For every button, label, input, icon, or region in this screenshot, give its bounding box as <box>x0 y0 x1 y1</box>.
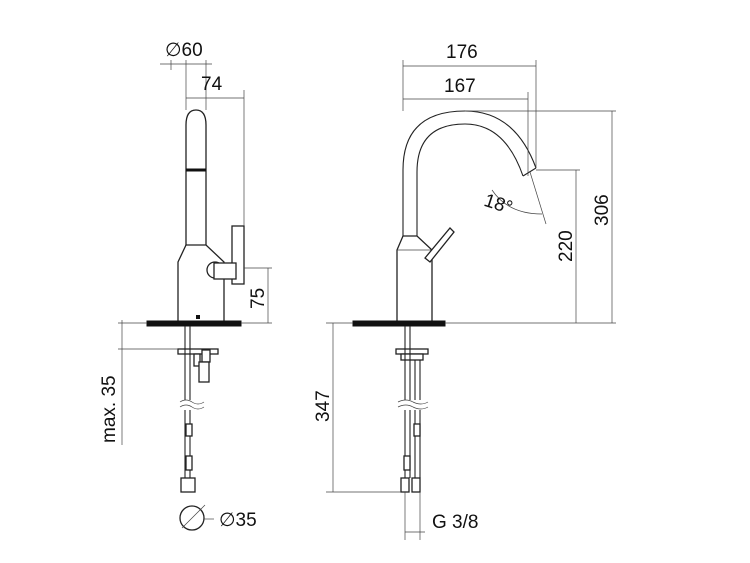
dim-height-306: 306 <box>592 194 613 226</box>
dim-width-176: 176 <box>446 42 478 63</box>
front-spout-inner <box>416 123 524 238</box>
front-body <box>396 235 433 323</box>
front-spout-outer <box>402 110 537 238</box>
dim-angle: 18° <box>481 190 515 219</box>
side-view: ∅60 74 75 max. 35 ∅35 <box>99 40 272 531</box>
front-view: 176 167 18° 220 306 347 G 3/8 <box>313 42 616 540</box>
dim-height-75: 75 <box>248 288 269 309</box>
side-spout <box>185 109 207 249</box>
side-base-plate <box>146 320 242 327</box>
dim-diameter-top: ∅60 <box>165 40 203 61</box>
front-base-plate <box>352 320 446 327</box>
dim-diameter-bottom: ∅35 <box>219 510 257 531</box>
dim-thread: G 3/8 <box>432 512 478 533</box>
dim-height-220: 220 <box>556 230 577 262</box>
side-body <box>177 244 225 323</box>
dim-height-347: 347 <box>313 390 334 422</box>
dim-width-74: 74 <box>201 74 223 95</box>
dim-max-35: max. 35 <box>99 375 120 443</box>
front-lever <box>424 227 455 263</box>
dim-width-167: 167 <box>444 76 476 97</box>
